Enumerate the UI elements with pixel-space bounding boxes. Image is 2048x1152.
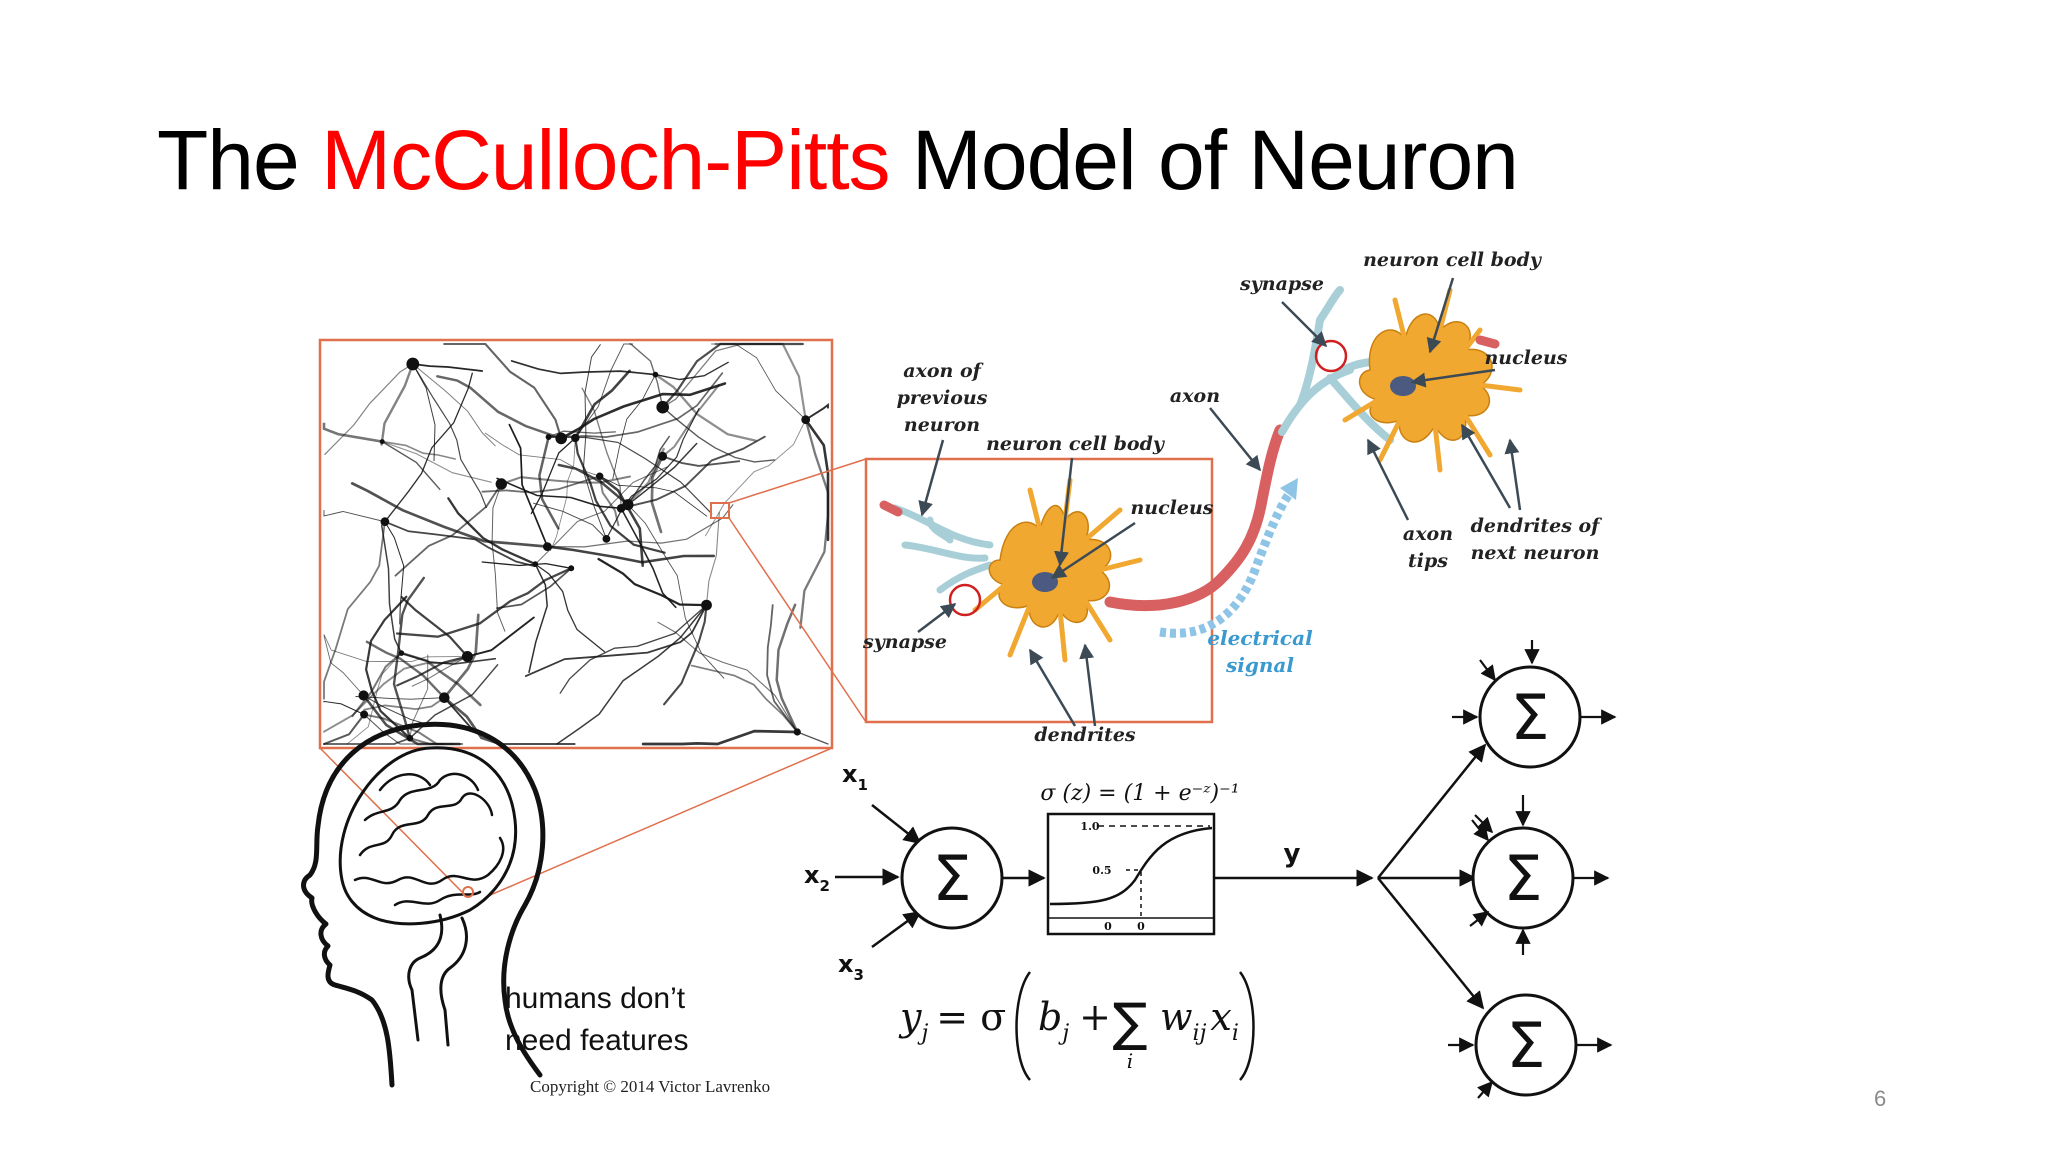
next-layer-node-3: Σ bbox=[1474, 993, 1578, 1097]
input-x3-label: x3 bbox=[838, 950, 864, 984]
mp-model: x1 x2 x3 Σ σ (z) = (1 + e⁻ᶻ)⁻¹ 1.0 0.5 0… bbox=[804, 640, 1617, 1099]
label-dendrites-next-2: next neuron bbox=[1471, 542, 1600, 564]
page-number: 6 bbox=[1874, 1086, 1887, 1111]
label-electrical-signal-2: signal bbox=[1225, 653, 1294, 677]
nucleus-1 bbox=[1032, 572, 1058, 592]
next-neuron bbox=[1278, 286, 1523, 473]
sigmoid-plot: 1.0 0.5 0 0 bbox=[1046, 812, 1216, 936]
svg-text:i: i bbox=[1127, 1049, 1133, 1073]
caption-line-1: humans don’t bbox=[505, 982, 686, 1015]
svg-text:bj+: bj+ bbox=[1038, 995, 1111, 1046]
micrograph-panel bbox=[318, 338, 834, 750]
svg-text:yj= σ: yj= σ bbox=[898, 995, 1006, 1046]
summation-symbol-node-1: Σ bbox=[1510, 681, 1549, 754]
copyright-text: Copyright © 2014 Victor Lavrenko bbox=[530, 1077, 770, 1096]
label-dendrites-next-1: dendrites of bbox=[1471, 515, 1603, 537]
label-neuron-cell-body-1: neuron cell body bbox=[986, 433, 1166, 455]
label-axon-previous-1: axon of bbox=[903, 360, 983, 382]
label-axon-tips-2: tips bbox=[1408, 550, 1448, 572]
micrograph-zoom-box bbox=[710, 502, 730, 519]
slide-title: The McCulloch-Pitts Model of Neuron bbox=[157, 112, 1519, 209]
input-x1-edge bbox=[871, 804, 922, 845]
sigmoid-tick-mid: 0.5 bbox=[1092, 864, 1111, 877]
synapse-circle-2 bbox=[1314, 339, 1348, 373]
label-nucleus-2: nucleus bbox=[1484, 347, 1567, 369]
output-y-label: y bbox=[1284, 839, 1301, 869]
input-x1-label: x1 bbox=[842, 760, 868, 794]
input-x2-label: x2 bbox=[804, 861, 830, 895]
axon-1 bbox=[1104, 424, 1286, 612]
electrical-signal-arrow bbox=[1159, 487, 1296, 638]
title-accent: McCulloch-Pitts bbox=[321, 113, 890, 207]
sigmoid-tick-x1: 0 bbox=[1137, 920, 1145, 933]
label-axon: axon bbox=[1170, 385, 1220, 407]
summation-symbol-node-2: Σ bbox=[1503, 842, 1542, 915]
label-synapse-1: synapse bbox=[862, 631, 947, 653]
label-nucleus-1: nucleus bbox=[1130, 497, 1213, 519]
head-silhouette bbox=[301, 721, 546, 1088]
summation-symbol-node-3: Σ bbox=[1506, 1009, 1545, 1082]
sigmoid-tick-top: 1.0 bbox=[1080, 820, 1099, 833]
next-layer-node-2: Σ bbox=[1471, 826, 1575, 930]
svg-text:∑: ∑ bbox=[1112, 993, 1147, 1053]
title-prefix: The bbox=[157, 113, 322, 207]
neuron-labels: axon of previous neuron neuron cell body… bbox=[862, 249, 1602, 746]
label-synapse-2: synapse bbox=[1239, 273, 1324, 295]
zoom-connectors bbox=[319, 458, 867, 897]
summation-symbol-main: Σ bbox=[932, 842, 971, 915]
input-x3-edge bbox=[871, 910, 922, 949]
label-dendrites: dendrites bbox=[1034, 724, 1136, 746]
synapse-circle-1 bbox=[948, 583, 982, 617]
sigmoid-formula: σ (z) = (1 + e⁻ᶻ)⁻¹ bbox=[1040, 781, 1239, 806]
sigmoid-tick-x0: 0 bbox=[1104, 920, 1112, 933]
label-axon-previous-2: previous bbox=[897, 387, 988, 409]
brain-zoom-marker bbox=[462, 886, 474, 898]
zoomed-neuron-panel bbox=[864, 424, 1286, 724]
caption-line-2: need features bbox=[505, 1024, 688, 1057]
title-suffix: Model of Neuron bbox=[889, 113, 1519, 207]
nucleus-2 bbox=[1390, 376, 1416, 396]
label-pointers bbox=[917, 277, 1522, 727]
label-neuron-cell-body-2: neuron cell body bbox=[1363, 249, 1543, 271]
label-electrical-signal-1: electrical bbox=[1207, 626, 1313, 650]
next-layer-node-1: Σ bbox=[1478, 665, 1582, 769]
label-axon-previous-3: neuron bbox=[904, 414, 980, 436]
label-axon-tips-1: axon bbox=[1403, 523, 1453, 545]
neuron-body-1 bbox=[988, 504, 1112, 628]
